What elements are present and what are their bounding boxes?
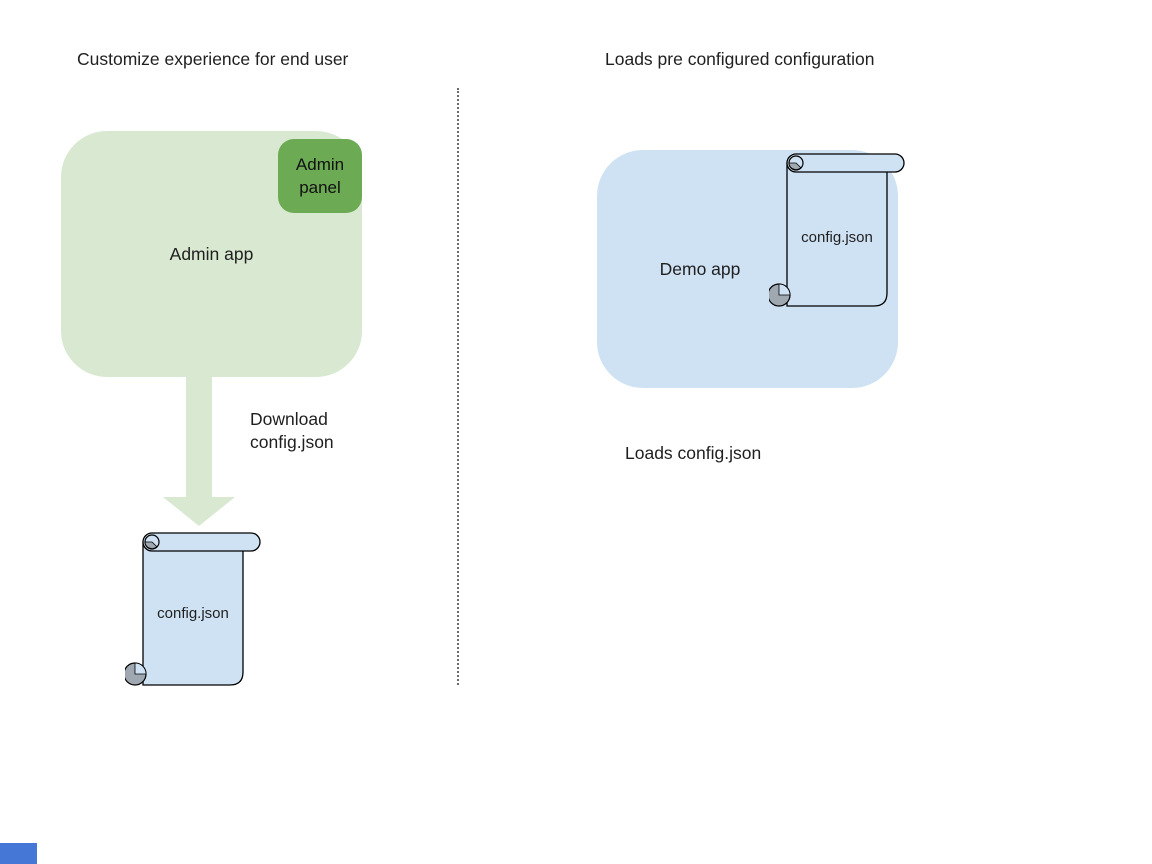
config-file-scroll-icon: [125, 532, 261, 686]
left-section-title: Customize experience for end user: [77, 49, 349, 69]
admin-panel-box: Admin panel: [278, 139, 362, 213]
section-divider: [457, 88, 459, 685]
loads-config-caption: Loads config.json: [625, 443, 762, 463]
corner-marker: [0, 843, 37, 864]
admin-app-label: Admin app: [169, 243, 254, 264]
download-arrow-label: Download config.json: [250, 409, 334, 452]
config-file-label: config.json: [157, 604, 229, 622]
demo-app-label: Demo app: [659, 258, 741, 279]
config-file-label: config.json: [801, 228, 873, 246]
config-file-scroll-icon: [769, 153, 905, 307]
demo-app-label-wrap: Demo app: [597, 150, 803, 388]
right-section-title: Loads pre configured configuration: [605, 49, 875, 69]
admin-panel-label: Admin panel: [295, 155, 345, 197]
download-arrow-icon: [163, 376, 235, 526]
